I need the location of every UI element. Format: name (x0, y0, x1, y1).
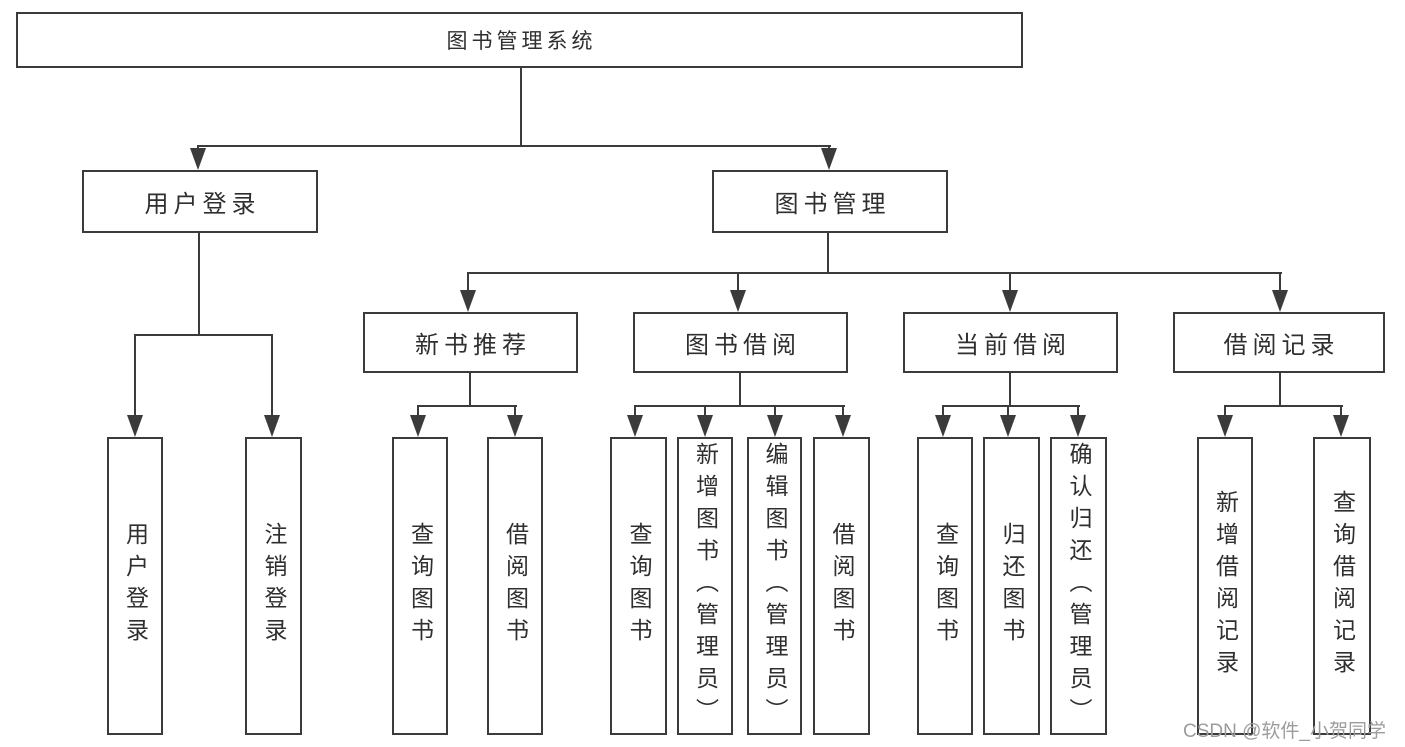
arrowhead-to-user-login (190, 148, 206, 170)
arrowhead-to-borrow-add (697, 415, 713, 437)
node-book-borrow-label: 图书借阅 (685, 332, 801, 359)
node-book-management-label: 图书管理 (774, 191, 891, 218)
node-user-login: 用户登录 (82, 170, 318, 233)
leaf-current-return-books-label: 归还图书 (999, 522, 1025, 650)
connector-to-leaf-user-login (134, 334, 136, 416)
csdn-watermark: CSDN @软件_小贺同学 (1183, 721, 1386, 742)
connector-to-current-confirm (1077, 405, 1079, 416)
node-current-borrow-label: 当前借阅 (955, 332, 1071, 359)
leaf-borrow-query-books-label: 查询图书 (626, 522, 652, 650)
leaf-add-borrow-record-label: 新增借阅记录 (1212, 490, 1239, 682)
leaf-borrow-borrow-books: 借阅图书 (813, 437, 870, 735)
arrowhead-to-current-return (1000, 415, 1016, 437)
arrowhead-to-borrow-records (1272, 290, 1288, 312)
leaf-recommend-query-books: 查询图书 (392, 437, 448, 735)
leaf-current-return-books: 归还图书 (983, 437, 1040, 735)
arrowhead-to-recommend-borrow (507, 415, 523, 437)
connector-to-records-query (1340, 405, 1342, 416)
node-book-management: 图书管理 (712, 170, 948, 233)
leaf-query-borrow-record-label: 查询借阅记录 (1329, 490, 1356, 682)
node-new-book-recommend: 新书推荐 (363, 312, 578, 373)
node-borrow-records: 借阅记录 (1173, 312, 1385, 373)
arrowhead-to-borrow-borrow (835, 415, 851, 437)
leaf-current-confirm-return-admin: 确认归还（管理员） (1050, 437, 1107, 735)
connector-records-branch (1224, 405, 1343, 407)
leaf-borrow-edit-books-admin: 编辑图书（管理员） (747, 437, 802, 735)
connector-current-stem (1009, 371, 1011, 407)
leaf-current-confirm-return-admin-label: 确认归还（管理员） (1066, 442, 1092, 730)
node-new-book-recommend-label: 新书推荐 (415, 332, 531, 359)
leaf-user-login: 用户登录 (107, 437, 163, 735)
arrowhead-to-current-query (935, 415, 951, 437)
leaf-logout-label: 注销登录 (261, 522, 287, 650)
connector-to-borrow-edit (774, 405, 776, 416)
connector-to-current-borrow (1009, 272, 1011, 291)
leaf-borrow-add-books-admin-label: 新增图书（管理员） (692, 442, 719, 730)
arrowhead-to-records-query (1333, 415, 1349, 437)
connector-book-management-branch (467, 272, 1282, 274)
connector-to-recommend-query (417, 405, 419, 416)
arrowhead-to-borrow-edit (767, 415, 783, 437)
arrowhead-to-new-book-recommend (460, 290, 476, 312)
connector-user-login-stem (198, 231, 200, 335)
connector-to-records-add (1224, 405, 1226, 416)
connector-to-borrow-query (634, 405, 636, 416)
connector-book-management-stem (827, 231, 829, 274)
arrowhead-to-leaf-user-login (127, 415, 143, 437)
connector-to-book-borrow (737, 272, 739, 291)
connector-root-stem (520, 66, 522, 146)
leaf-recommend-query-books-label: 查询图书 (407, 522, 434, 650)
leaf-borrow-query-books: 查询图书 (610, 437, 667, 735)
node-user-login-label: 用户登录 (144, 191, 261, 218)
connector-to-borrow-add (704, 405, 706, 416)
arrowhead-to-book-management (821, 148, 837, 170)
arrowhead-to-current-confirm (1070, 415, 1086, 437)
leaf-current-query-books-label: 查询图书 (932, 522, 959, 650)
leaf-logout: 注销登录 (245, 437, 302, 735)
leaf-recommend-borrow-books: 借阅图书 (487, 437, 543, 735)
connector-to-new-book-recommend (467, 272, 469, 291)
leaf-query-borrow-record: 查询借阅记录 (1313, 437, 1371, 735)
connector-to-borrow-records (1279, 272, 1281, 291)
connector-borrow-stem (739, 371, 741, 407)
arrowhead-to-leaf-logout (264, 415, 280, 437)
node-root-library-system: 图书管理系统 (16, 12, 1023, 68)
arrowhead-to-current-borrow (1002, 290, 1018, 312)
node-book-borrow: 图书借阅 (633, 312, 848, 373)
connector-root-branch (197, 145, 831, 147)
arrowhead-to-borrow-query (627, 415, 643, 437)
connector-user-login-branch (134, 334, 273, 336)
leaf-add-borrow-record: 新增借阅记录 (1197, 437, 1253, 735)
connector-to-current-return (1007, 405, 1009, 416)
connector-to-leaf-logout (271, 334, 273, 416)
connector-current-branch (942, 405, 1080, 407)
connector-to-current-query (942, 405, 944, 416)
node-current-borrow: 当前借阅 (903, 312, 1118, 373)
connector-borrow-branch (634, 405, 845, 407)
leaf-borrow-edit-books-admin-label: 编辑图书（管理员） (762, 442, 788, 730)
arrowhead-to-book-borrow (730, 290, 746, 312)
leaf-borrow-add-books-admin: 新增图书（管理员） (677, 437, 733, 735)
node-root-label: 图书管理系统 (446, 30, 597, 53)
connector-recommend-stem (469, 371, 471, 407)
connector-recommend-branch (417, 405, 517, 407)
leaf-user-login-label: 用户登录 (122, 522, 149, 650)
leaf-borrow-borrow-books-label: 借阅图书 (829, 522, 855, 650)
leaf-recommend-borrow-books-label: 借阅图书 (502, 522, 529, 650)
arrowhead-to-recommend-query (410, 415, 426, 437)
node-borrow-records-label: 借阅记录 (1223, 332, 1340, 359)
connector-to-recommend-borrow (514, 405, 516, 416)
arrowhead-to-records-add (1217, 415, 1233, 437)
leaf-current-query-books: 查询图书 (917, 437, 973, 735)
connector-records-stem (1279, 371, 1281, 407)
connector-to-borrow-borrow (842, 405, 844, 416)
